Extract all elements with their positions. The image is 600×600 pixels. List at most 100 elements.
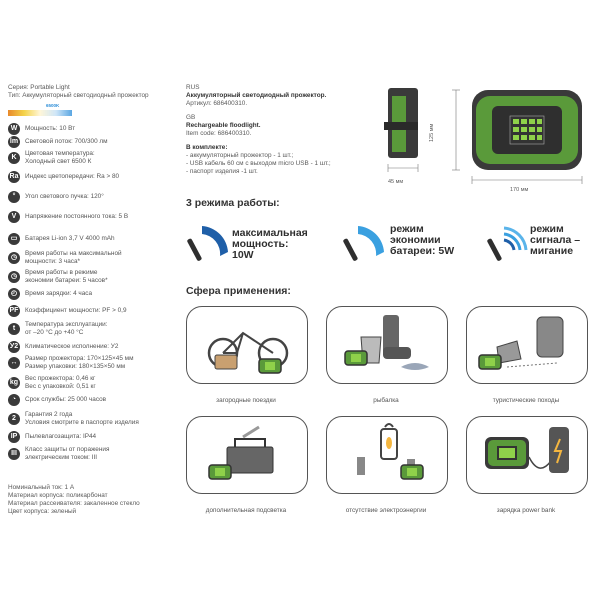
usage-label: загородные поездки	[216, 397, 276, 404]
gb-code: Item code: 686400310.	[186, 130, 252, 137]
spec-icon: Ra	[8, 171, 20, 183]
spec-text: Размер прожектора: 170×125×45 мм Размер …	[25, 355, 134, 370]
mode-signal-text: режим сигнала – мигание	[530, 223, 581, 257]
spec-row: PF Коэффициент мощности: PF > 0,9	[8, 305, 127, 317]
dim-width: 170 мм	[510, 187, 529, 193]
spec-icon: IP	[8, 431, 20, 443]
lantern-icon	[357, 423, 424, 480]
spec-row: ▭ Батарея Li-ion 3,7 V 4000 mAh	[8, 233, 115, 245]
lang-rus: RUS	[186, 84, 200, 91]
kit-title: В комплекте:	[186, 144, 228, 151]
usage-label: рыбалка	[373, 397, 399, 404]
spec-text: Климатическое исполнение: У2	[25, 343, 119, 351]
spec-row: ° Угол светового пучка: 120°	[8, 191, 104, 203]
toolbox-icon	[208, 425, 274, 480]
color-temperature-scale: 6500K	[8, 103, 72, 118]
spec-icon: ◷	[8, 251, 20, 264]
footer-line: Материал корпуса: поликарбонат	[8, 492, 108, 499]
usage-tile-power-outage	[326, 416, 448, 494]
spec-row: ◴ Время зарядки: 4 часа	[8, 288, 92, 300]
description-block: RUS Аккумуляторный светодиодный прожекто…	[186, 84, 331, 176]
spec-icon: ▭	[8, 233, 20, 245]
spec-icon: lm	[8, 136, 20, 148]
lang-gb: GB	[186, 114, 196, 121]
footer-specs: Номинальный ток: 1 А Материал корпуса: п…	[8, 484, 140, 516]
fishing-icon	[344, 315, 429, 370]
spec-icon: PF	[8, 305, 20, 317]
spec-row: W Мощность: 10 Вт	[8, 123, 75, 135]
spec-icon: 2	[8, 412, 20, 425]
rus-article: Артикул: 686400310.	[186, 100, 248, 107]
modes-title: 3 режима работы:	[186, 197, 280, 209]
usage-label: отсутствие электроэнергии	[345, 507, 427, 514]
bicycle-icon	[207, 331, 289, 374]
usage-label: туристические походы	[492, 397, 560, 404]
dim-height: 125 мм	[429, 123, 435, 142]
spec-row: ◔Срок службы: 25 000 часов	[8, 394, 106, 406]
dim-depth: 45 мм	[388, 179, 404, 185]
footer-line: Номинальный ток: 1 А	[8, 484, 75, 491]
usage-tile-extra-light	[186, 416, 308, 494]
usage-tile-hiking	[466, 306, 588, 384]
spec-icon: III	[8, 447, 20, 460]
usage-label: зарядка power bank	[496, 507, 556, 514]
signal-mode-icon	[487, 226, 528, 261]
spec-row: ◷ Время работы на максимальной мощности: …	[8, 250, 122, 265]
kit-item: - аккумуляторный прожектор - 1 шт.;	[186, 152, 294, 159]
gb-title: Rechargeable floodlight.	[186, 122, 261, 129]
front-view-drawing	[452, 89, 583, 184]
usage-tile-fishing	[326, 306, 448, 384]
spec-text: Срок службы: 25 000 часов	[25, 396, 107, 404]
spec-row: У2 Климатическое исполнение: У2	[8, 341, 118, 353]
cct-marker: 6500K	[46, 103, 60, 108]
spec-row: ↔ Размер прожектора: 170×125×45 мм Размер…	[8, 355, 133, 370]
rus-title: Аккумуляторный светодиодный прожектор.	[186, 92, 327, 99]
cct-gradient-bar	[8, 110, 72, 116]
spec-icon: K	[8, 151, 20, 164]
spec-text: Батарея Li-ion 3,7 V 4000 mAh	[25, 235, 115, 243]
spec-icon: W	[8, 123, 20, 135]
mode-max-text: максимальная мощность: 10W	[232, 227, 308, 261]
spec-icon: ↔	[8, 356, 20, 369]
spec-text: Цветовая температура: Холодный свет 6500…	[25, 150, 95, 165]
spec-text: Угол светового пучка: 120°	[25, 193, 104, 201]
spec-text: Время зарядки: 4 часа	[25, 290, 93, 298]
series-label: Серия: Portable Light	[8, 84, 70, 91]
spec-text: Класс защиты от поражения электрическим …	[25, 446, 110, 461]
side-view-drawing	[384, 88, 419, 172]
spec-text: Пылевлагозащита: IP44	[25, 433, 97, 441]
spec-row: III Класс защиты от поражения электрическ…	[8, 446, 109, 461]
spec-row: Ra Индекс цветопередачи: Ra > 80	[8, 171, 119, 183]
spec-icon: t	[8, 322, 20, 335]
spec-text: Коэффициент мощности: PF > 0,9	[25, 307, 127, 315]
spec-text: Мощность: 10 Вт	[25, 125, 76, 133]
kit-item: - USB кабель 60 см с выходом micro USB -…	[186, 160, 331, 167]
spec-text: Индекс цветопередачи: Ra > 80	[25, 173, 120, 181]
usage-tile-powerbank	[466, 416, 588, 494]
spec-icon: kg	[8, 376, 20, 389]
spec-icon: °	[8, 191, 20, 203]
hiking-icon	[478, 316, 564, 370]
spec-icon: У2	[8, 341, 20, 353]
usage-title: Сфера применения:	[186, 285, 291, 297]
spec-icon: ◴	[8, 288, 20, 300]
spec-icon: ◷	[8, 270, 20, 283]
usage-label: дополнительная подсветка	[205, 507, 287, 514]
spec-row: ◷Время работы в режиме экономии батареи:…	[8, 269, 108, 284]
usage-tile-country	[186, 306, 308, 384]
spec-icon: V	[8, 211, 20, 223]
eco-mode-icon	[343, 226, 384, 261]
mode-eco-text: режим экономии батареи: 5W	[390, 223, 455, 257]
type-label: Тип: Аккумуляторный светодиодный прожект…	[8, 92, 149, 99]
spec-text: Время работы на максимальной мощности: 3…	[25, 250, 122, 265]
max-power-icon	[187, 226, 228, 261]
footer-line: Цвет корпуса: зеленый	[8, 508, 77, 515]
powerbank-icon	[485, 427, 569, 473]
spec-row: K Цветовая температура: Холодный свет 650…	[8, 150, 95, 165]
product-drawings	[384, 88, 583, 184]
